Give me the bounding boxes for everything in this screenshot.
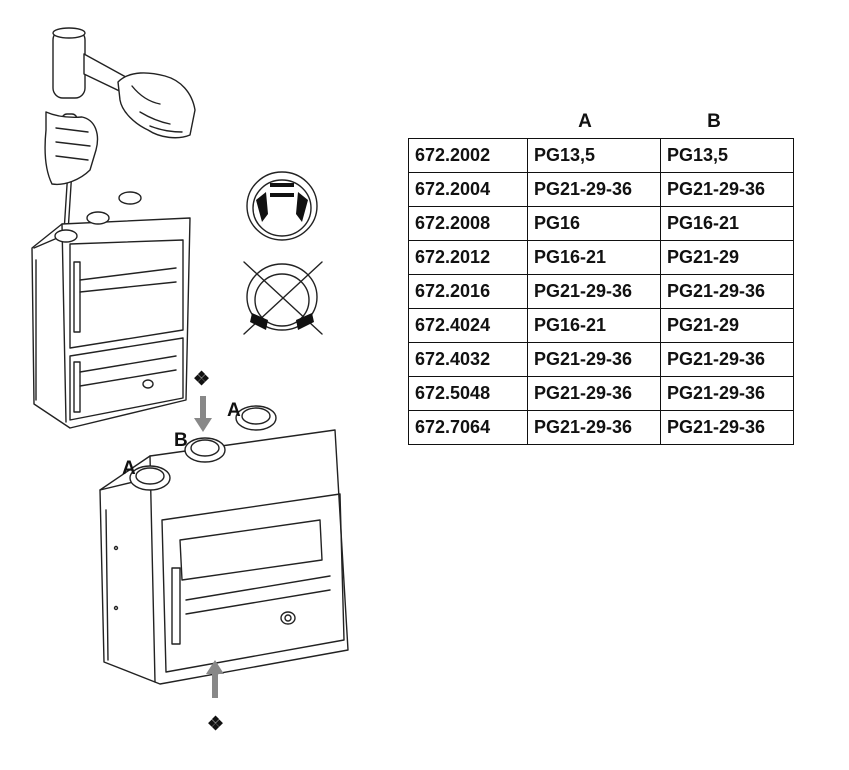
table-cell-a: PG16-21: [527, 240, 661, 275]
label-a-lower: A: [122, 458, 136, 479]
table-row: 672.5048 PG21-29-36 PG21-29-36: [408, 376, 794, 411]
label-a-upper: A: [227, 400, 241, 421]
table-row: 672.4032 PG21-29-36 PG21-29-36: [408, 342, 794, 377]
table-cell-a: PG16-21: [527, 308, 661, 343]
table-row: 672.2002 PG13,5 PG13,5: [408, 138, 794, 173]
label-b: B: [174, 430, 188, 451]
table-cell-b: PG16-21: [660, 206, 794, 241]
table-cell-code: 672.2008: [408, 206, 528, 241]
table-row: 672.4024 PG16-21 PG21-29: [408, 308, 794, 343]
table-cell-a: PG13,5: [527, 138, 661, 173]
table-cell-code: 672.4024: [408, 308, 528, 343]
table-cell-a: PG21-29-36: [527, 274, 661, 309]
table-cell-b: PG21-29-36: [660, 342, 794, 377]
table-cell-b: PG21-29-36: [660, 172, 794, 207]
up-arrow-icon: [206, 660, 224, 698]
table-cell-code: 672.2012: [408, 240, 528, 275]
table-cell-a: PG21-29-36: [527, 172, 661, 207]
table-row: 672.2008 PG16 PG16-21: [408, 206, 794, 241]
table-cell-b: PG13,5: [660, 138, 794, 173]
marker-top-icon: ❖: [193, 369, 210, 390]
table-cell-a: PG21-29-36: [527, 410, 661, 445]
table-cell-a: PG21-29-36: [527, 342, 661, 377]
table-cell-code: 672.2016: [408, 274, 528, 309]
table-cell-b: PG21-29: [660, 308, 794, 343]
table-cell-b: PG21-29-36: [660, 410, 794, 445]
knockout-correct-icon: [246, 171, 318, 241]
marker-bottom-icon: ❖: [207, 714, 224, 735]
table-cell-code: 672.5048: [408, 376, 528, 411]
screwdriver-icon: [44, 111, 99, 233]
table-cell-code: 672.7064: [408, 410, 528, 445]
hammer-icon: [52, 27, 196, 139]
table-row: 672.2012 PG16-21 PG21-29: [408, 240, 794, 275]
knockout-incorrect-icon: [243, 261, 323, 335]
large-enclosure: [99, 405, 349, 685]
table-row: 672.7064 PG21-29-36 PG21-29-36: [408, 410, 794, 445]
table-cell-b: PG21-29: [660, 240, 794, 275]
table-cell-code: 672.2002: [408, 138, 528, 173]
table-cell-b: PG21-29-36: [660, 274, 794, 309]
knockout-spec-table: 672.2002 PG13,5 PG13,5 672.2004 PG21-29-…: [408, 138, 794, 445]
column-header-b: B: [707, 111, 721, 132]
small-enclosure: [31, 191, 191, 429]
table-cell-a: PG21-29-36: [527, 376, 661, 411]
table-cell-a: PG16: [527, 206, 661, 241]
table-row: 672.2004 PG21-29-36 PG21-29-36: [408, 172, 794, 207]
down-arrow-icon: [194, 396, 212, 432]
column-header-a: A: [578, 111, 592, 132]
table-row: 672.2016 PG21-29-36 PG21-29-36: [408, 274, 794, 309]
table-cell-code: 672.2004: [408, 172, 528, 207]
table-cell-code: 672.4032: [408, 342, 528, 377]
table-cell-b: PG21-29-36: [660, 376, 794, 411]
